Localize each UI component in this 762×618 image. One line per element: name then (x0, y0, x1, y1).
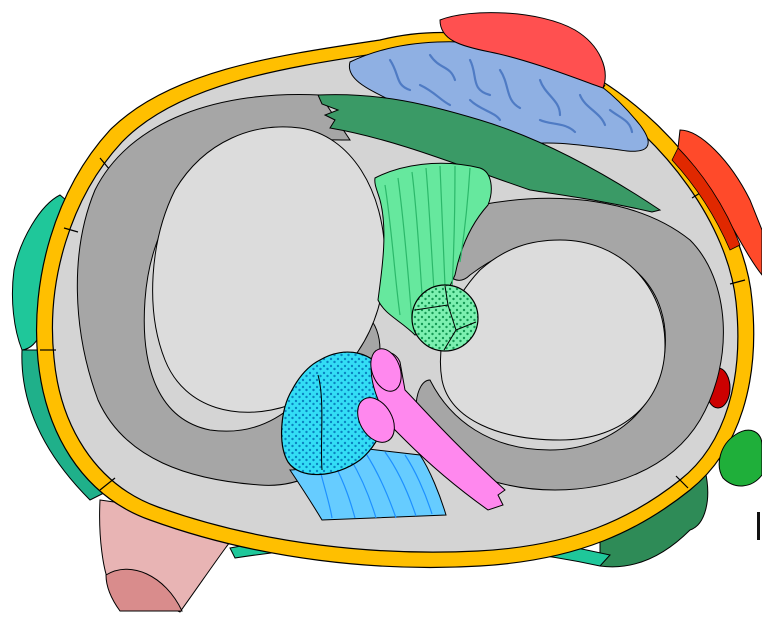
edge-marker (757, 512, 760, 540)
acl-cross-section (412, 285, 478, 351)
